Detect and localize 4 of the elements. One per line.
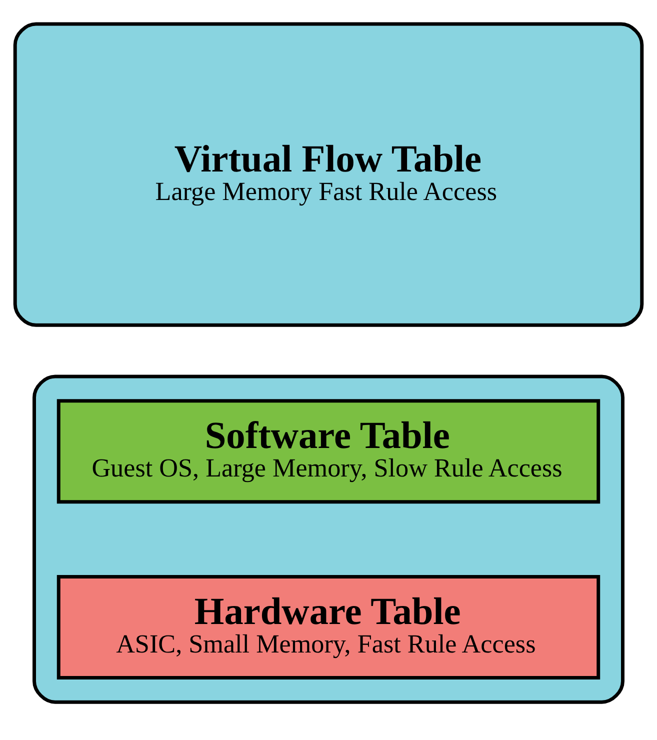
cluster	[32, 374, 624, 704]
node-box: Virtual Flow Table Large Memory Fast Rule Access	[13, 22, 644, 327]
node-box: Hardware Table ASIC, Small Memory, Fast Rule Access	[56, 575, 600, 680]
node-box: Software Table Guest OS, Large Memory, Slow Rule Access	[56, 399, 600, 504]
